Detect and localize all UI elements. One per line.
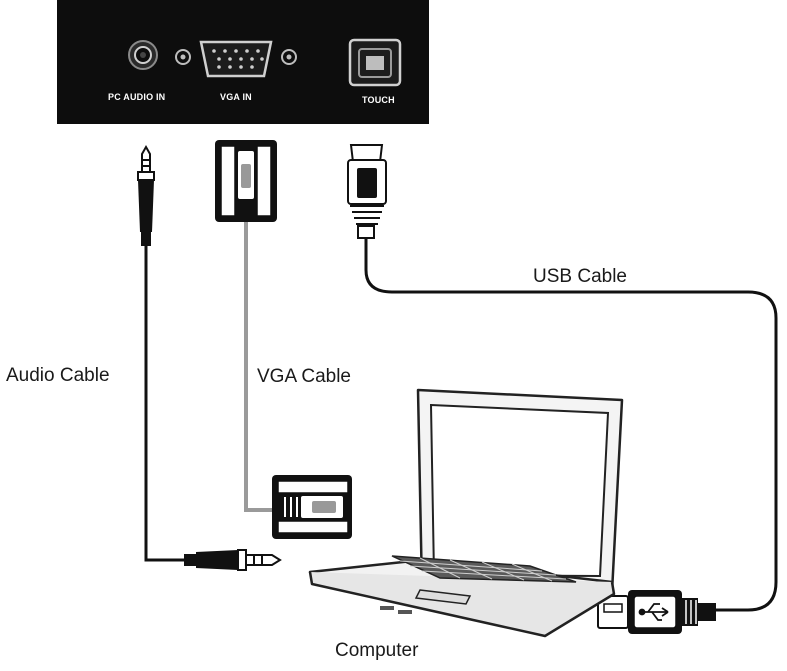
usb-cable-label: USB Cable [533, 266, 627, 287]
vga-connector-top [215, 140, 277, 222]
vga-cable [215, 140, 352, 539]
usb-a-plug [597, 590, 716, 634]
vga-port [175, 40, 297, 78]
port-label-vga: VGA IN [220, 92, 252, 102]
usb-symbol-icon [638, 603, 669, 621]
audio-jack-port [128, 40, 158, 70]
port-label-audio: PC AUDIO IN [108, 92, 166, 102]
audio-plug-top [137, 144, 155, 246]
usb-b-port [348, 38, 402, 87]
audio-cable-label: Audio Cable [6, 365, 110, 386]
io-panel [57, 0, 429, 124]
audio-plug-bottom [184, 549, 282, 571]
computer-label: Computer [335, 640, 419, 661]
vga-connector-bottom [272, 475, 352, 539]
laptop-computer [308, 388, 624, 638]
audio-cable [137, 144, 282, 571]
vga-cable-label: VGA Cable [257, 366, 351, 387]
port-label-touch: TOUCH [362, 95, 395, 105]
usb-b-plug [347, 144, 387, 239]
usb-cable [347, 144, 778, 634]
